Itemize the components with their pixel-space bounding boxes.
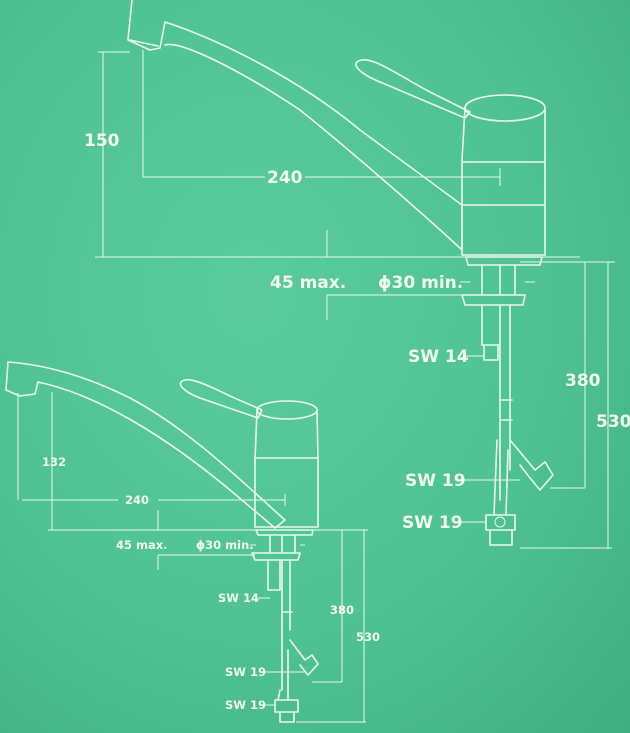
large-faucet: 150 240 45 max. ϕ30 min. SW 14 SW 19 SW … bbox=[84, 0, 630, 549]
large-dim-lines bbox=[95, 50, 615, 549]
small-hose-lower bbox=[274, 649, 299, 723]
large-total-length-label: 530 bbox=[596, 412, 630, 432]
small-total-length-label: 530 bbox=[356, 630, 380, 644]
small-mounting bbox=[251, 529, 319, 691]
large-hose-length-label: 380 bbox=[565, 371, 601, 391]
large-nut-bottom-label: SW 19 bbox=[402, 513, 463, 533]
small-nut-mid-label: SW 19 bbox=[225, 665, 266, 679]
large-nut-bottom bbox=[494, 516, 506, 528]
large-spout-tip bbox=[129, 39, 159, 47]
large-nut-top-label: SW 14 bbox=[408, 347, 469, 367]
small-nut-bottom-label: SW 19 bbox=[225, 698, 266, 712]
small-hole-label: ϕ30 min. bbox=[196, 538, 254, 552]
large-body bbox=[461, 107, 546, 256]
small-height-label: 132 bbox=[42, 455, 66, 469]
large-spout bbox=[127, 0, 463, 251]
small-spout bbox=[5, 361, 286, 529]
small-hose-length-label: 380 bbox=[330, 603, 354, 617]
small-dim-lines bbox=[17, 392, 368, 723]
large-hole-label: ϕ30 min. bbox=[378, 273, 463, 293]
small-body-cap bbox=[256, 400, 318, 420]
large-thickness-label: 45 max. bbox=[270, 273, 346, 293]
small-lever bbox=[179, 378, 263, 419]
small-faucet: 132 240 45 max. ϕ30 min. SW 14 SW 19 SW … bbox=[5, 361, 380, 723]
large-hose-lower bbox=[485, 439, 516, 546]
small-thickness-label: 45 max. bbox=[116, 538, 168, 552]
large-reach-label: 240 bbox=[267, 168, 303, 188]
large-height-label: 150 bbox=[84, 131, 120, 151]
large-mounting bbox=[461, 256, 554, 501]
small-reach-label: 240 bbox=[125, 493, 149, 507]
large-lever bbox=[355, 59, 471, 119]
large-nut-mid-label: SW 19 bbox=[405, 471, 466, 491]
small-body bbox=[254, 409, 319, 528]
large-body-cap bbox=[464, 94, 546, 122]
small-nut-top-label: SW 14 bbox=[218, 591, 259, 605]
